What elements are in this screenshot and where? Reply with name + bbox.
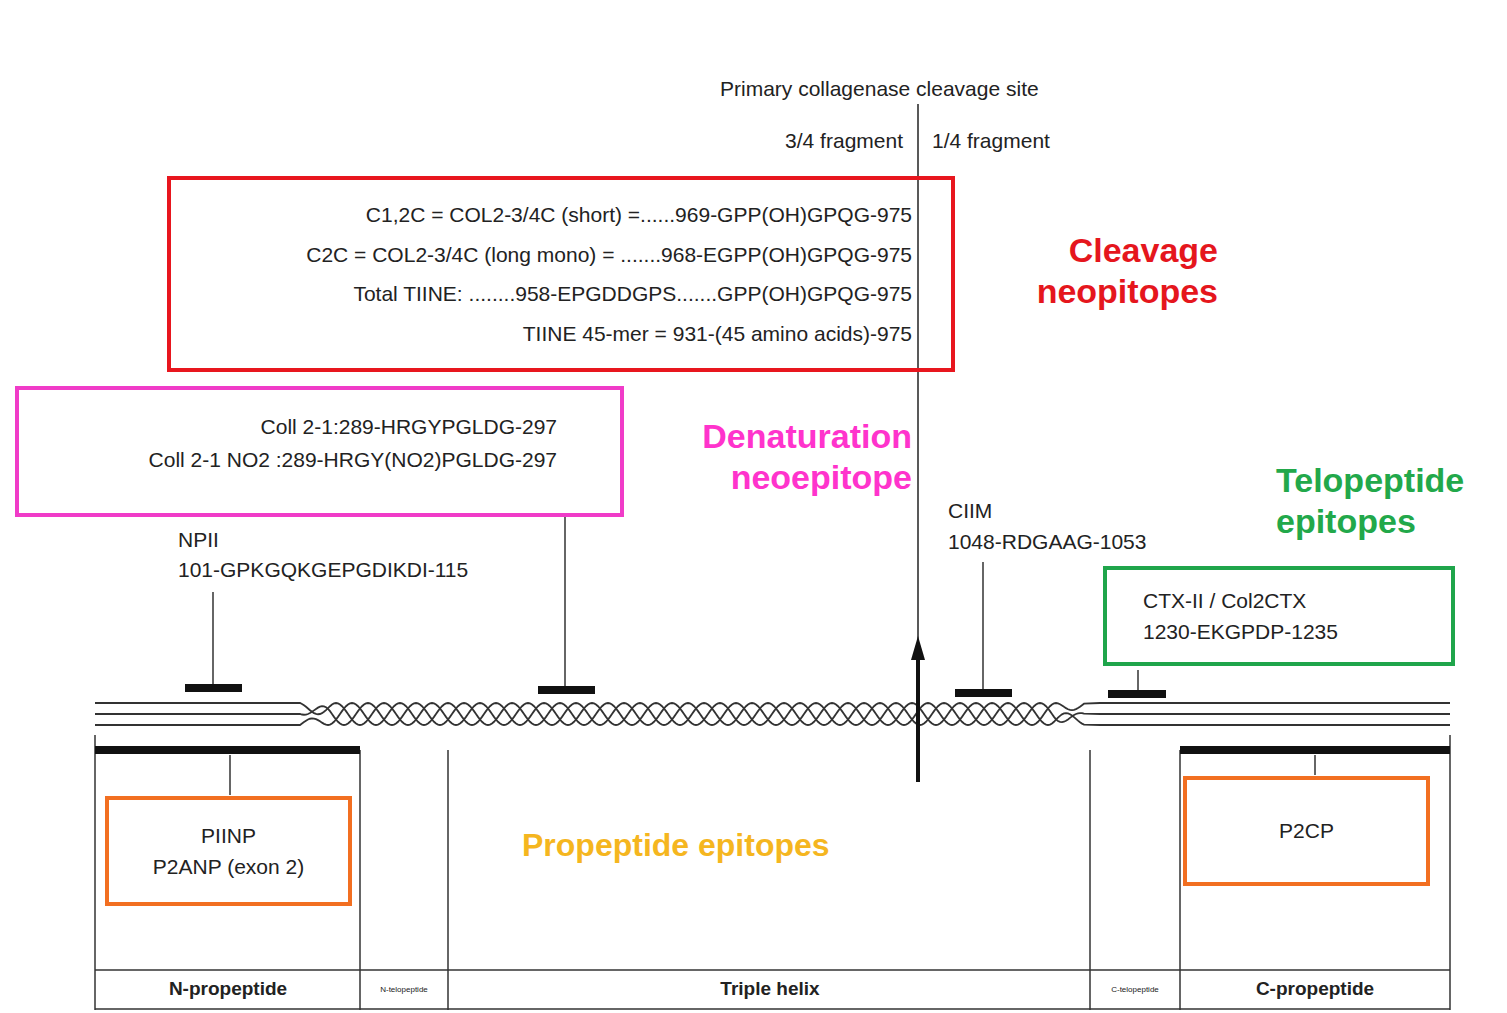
epitope-text: P2ANP (exon 2) [153,854,304,879]
group-heading: Cleavage neopitopes [978,230,1218,313]
region-label: N-telopeptide [380,985,428,995]
epitope-text: Coll 2-1:289-HRGYPGLDG-297 [261,414,557,439]
epitope-box: C1,2C = COL2-3/4C (short) =......969-GPP… [167,176,955,372]
epitope-box: CTX-II / Col2CTX1230-EKGPDP-1235Telopept… [1103,566,1455,666]
cleavage-arrow-head [911,636,925,660]
epitope-bars [185,684,1166,698]
epitope-label: CIIM [948,498,992,523]
region-label: C-telopeptide [1111,985,1159,995]
epitope-box: P2CP [1183,776,1430,886]
epitope-text: TIINE 45-mer = 931-(45 amino acids)-975 [523,321,912,346]
epitope-label: Primary collagenase cleavage site [720,76,1039,101]
cleavage-site-line [917,104,919,645]
epitope-text: C2C = COL2-3/4C (long mono) = .......968… [306,242,912,267]
helix-strand [95,703,1450,725]
epitope-text: 1230-EKGPDP-1235 [1143,619,1338,644]
group-heading: Telopeptide epitopes [1276,460,1504,543]
epitope-text: P2CP [1279,818,1334,843]
c-propeptide-bar [1180,746,1450,754]
n-propeptide-bar [95,746,360,754]
triple-helix [95,703,1450,725]
epitope-label: 101-GPKGQKGEPGDIKDI-115 [178,557,468,582]
epitope-label: 3/4 fragment [785,128,903,153]
epitope-text: Coll 2-1 NO2 :289-HRGY(NO2)PGLDG-297 [149,447,557,472]
region-label: C-propeptide [1256,978,1374,1001]
propeptide-table [95,735,1450,1010]
helix-strand [95,703,1450,725]
epitope-box: PIINP P2ANP (exon 2) [105,796,352,906]
region-label: N-propeptide [169,978,287,1001]
epitope-label: 1048-RDGAAG-1053 [948,529,1146,554]
epitope-label: NPII [178,527,219,552]
group-heading: Denaturation neoepitope [652,416,912,499]
epitope-text: PIINP [201,823,256,848]
epitope-label: 1/4 fragment [932,128,1050,153]
epitope-text: C1,2C = COL2-3/4C (short) =......969-GPP… [366,202,912,227]
epitope-text: CTX-II / Col2CTX [1143,588,1306,613]
epitope-box: Coll 2-1:289-HRGYPGLDG-297Coll 2-1 NO2 :… [15,386,624,517]
epitope-text: Total TIINE: ........958-EPGDDGPS.......… [353,281,912,306]
cleavage-arrow-shaft [916,655,920,782]
group-heading: Propeptide epitopes [522,826,830,864]
region-label: Triple helix [720,978,819,1001]
helix-strand [95,703,1450,725]
leader-lines [213,514,1315,795]
